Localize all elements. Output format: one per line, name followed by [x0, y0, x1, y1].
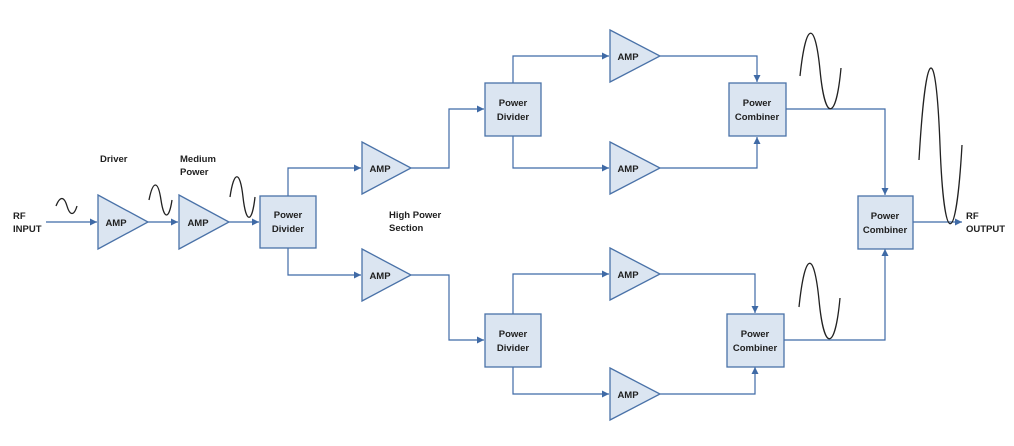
amp-medium: AMP [178, 193, 231, 251]
power-combiner-final-label-line2: Combiner [863, 225, 908, 236]
power-divider-first: Power Divider [259, 195, 317, 249]
wire-upper-divider-to-amp-a [512, 52, 609, 83]
amp-high-lower-label: AMP [369, 271, 391, 282]
power-divider-upper-label-line1: Power [499, 98, 528, 109]
power-combiner-upper-box [728, 82, 787, 137]
wire-divider-to-lower-amp [287, 248, 361, 279]
input-sine-wave [55, 197, 78, 215]
amp-a-triangle [609, 28, 662, 84]
power-combiner-final-label-line1: Power [871, 211, 900, 222]
power-combiner-final: Power Combiner [857, 195, 914, 250]
power-divider-first-label-line1: Power [274, 210, 303, 221]
power-divider-upper-box [484, 82, 542, 137]
power-combiner-lower-box [726, 313, 785, 368]
power-divider-first-box [259, 195, 317, 249]
power-divider-lower-box [484, 313, 542, 368]
amp-d: AMP [609, 366, 662, 422]
amp-d-triangle [609, 366, 662, 422]
lower-combiner-sine-wave [798, 262, 841, 340]
high-power-section-label-line2: Section [389, 223, 424, 234]
wire-divider-to-upper-amp [287, 164, 361, 196]
driver-output-sine-wave [148, 184, 173, 216]
rf-input-label-line1: RF [13, 211, 26, 222]
wire-upper-divider-to-amp-b [512, 136, 609, 172]
rf-input-label-line2: INPUT [13, 224, 42, 235]
medium-output-sine-wave [229, 176, 256, 218]
power-combiner-final-box [857, 195, 914, 250]
wire-amp-b-to-upper-combiner [660, 137, 761, 169]
wire-amp-c-to-lower-combiner [660, 273, 759, 313]
wire-amp-a-to-upper-combiner [660, 55, 761, 82]
amp-c-triangle [609, 246, 662, 302]
power-combiner-upper: Power Combiner [728, 82, 787, 137]
amp-high-lower-triangle [361, 247, 413, 303]
power-divider-lower-label-line2: Divider [497, 343, 530, 354]
medium-power-label-line2: Power [180, 167, 209, 178]
amp-c: AMP [609, 246, 662, 302]
power-divider-lower-label-line1: Power [499, 329, 528, 340]
power-combiner-lower: Power Combiner [726, 313, 785, 368]
amp-driver: AMP [97, 193, 150, 251]
amp-driver-triangle [97, 193, 150, 251]
power-combiner-upper-label-line1: Power [743, 98, 772, 109]
power-divider-first-label-line2: Divider [272, 224, 305, 235]
amp-high-upper-label: AMP [369, 164, 391, 175]
amp-a: AMP [609, 28, 662, 84]
driver-label: Driver [100, 154, 128, 165]
amp-a-label: AMP [617, 52, 639, 63]
wire-lower-divider-to-amp-d [512, 367, 609, 398]
amp-high-upper: AMP [361, 140, 413, 196]
high-power-section-label-line1: High Power [389, 210, 442, 221]
wire-amp-d-to-lower-combiner [660, 367, 759, 395]
amp-medium-label: AMP [187, 218, 209, 229]
power-divider-upper: Power Divider [484, 82, 542, 137]
amp-high-upper-triangle [361, 140, 413, 196]
power-combiner-lower-label-line2: Combiner [733, 343, 778, 354]
wire-lower-divider-to-amp-c [512, 270, 609, 314]
wire-upper-amp-to-upper-divider [411, 105, 484, 169]
annotation-labels: RF INPUT Driver Medium Power High Power … [13, 154, 1005, 235]
amp-b: AMP [609, 140, 662, 196]
wire-lower-amp-to-lower-divider [411, 274, 484, 344]
amp-b-label: AMP [617, 164, 639, 175]
amp-driver-label: AMP [105, 218, 127, 229]
amp-b-triangle [609, 140, 662, 196]
medium-power-label-line1: Medium [180, 154, 216, 165]
power-divider-upper-label-line2: Divider [497, 112, 530, 123]
rf-output-label-line2: OUTPUT [966, 224, 1005, 235]
power-divider-lower: Power Divider [484, 313, 542, 368]
output-sine-wave [918, 67, 963, 225]
signal-wires [46, 52, 962, 398]
upper-combiner-sine-wave [799, 32, 842, 110]
amp-c-label: AMP [617, 270, 639, 281]
amp-high-lower: AMP [361, 247, 413, 303]
amp-medium-triangle [178, 193, 231, 251]
rf-output-label-line1: RF [966, 211, 979, 222]
amp-d-label: AMP [617, 390, 639, 401]
waveforms [55, 32, 963, 340]
power-combiner-upper-label-line2: Combiner [735, 112, 780, 123]
wire-upper-combiner-to-final [786, 108, 889, 195]
wire-lower-combiner-to-final [784, 249, 889, 341]
power-combiner-lower-label-line1: Power [741, 329, 770, 340]
